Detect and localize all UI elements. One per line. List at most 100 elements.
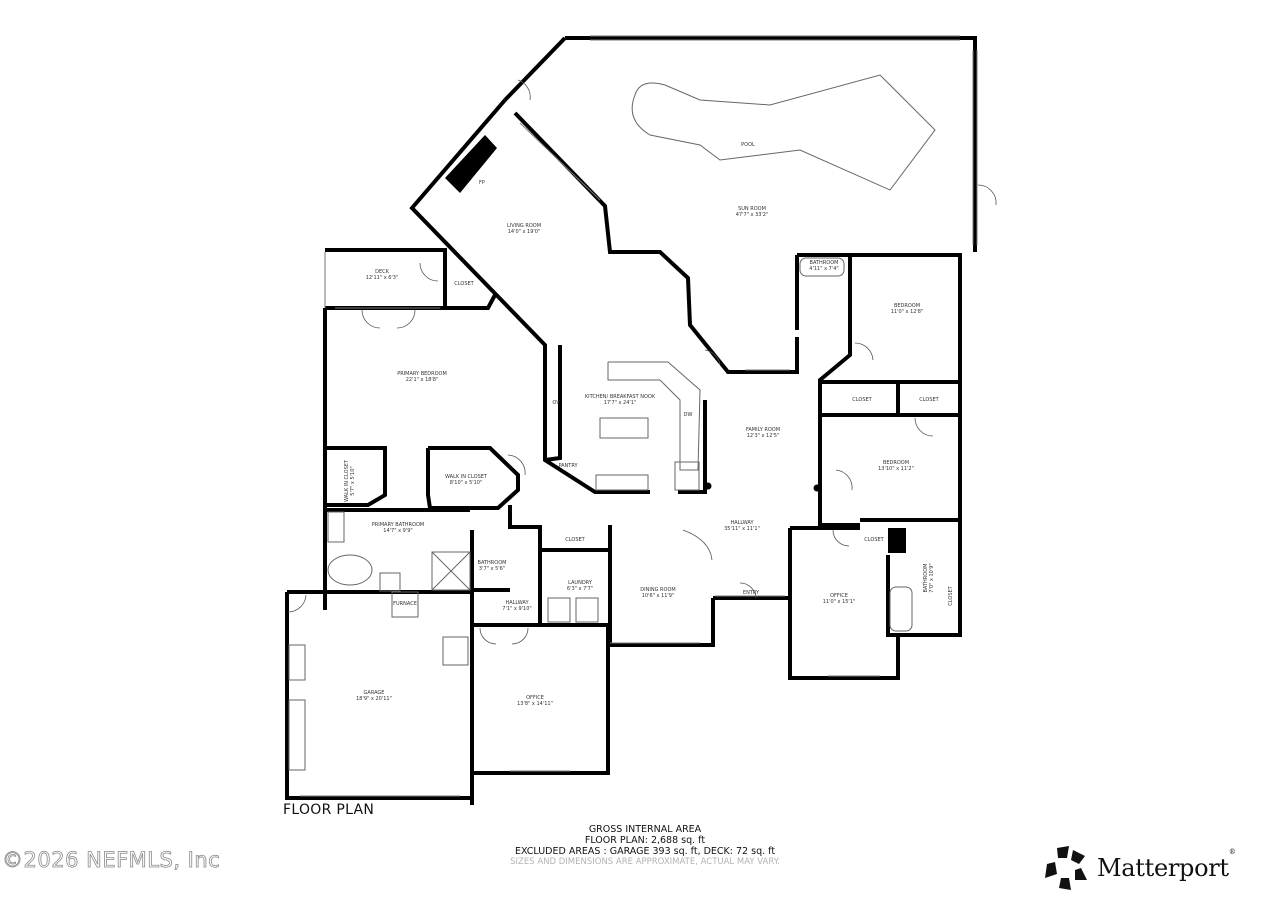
room-label-closet-3: CLOSET bbox=[565, 537, 584, 543]
room-label-fireplace: FP bbox=[479, 180, 485, 186]
room-dimensions: 17'7" x 24'1" bbox=[603, 400, 637, 406]
room-name: LIVING ROOM bbox=[506, 223, 542, 229]
room-dimensions: 14'0" x 19'0" bbox=[507, 229, 541, 235]
room-dimensions: 3'7" x 5'6" bbox=[478, 566, 506, 572]
room-name: FURNACE bbox=[393, 601, 417, 607]
room-label-pantry: PANTRY bbox=[558, 463, 577, 469]
room-dimensions: 10'6" x 11'9" bbox=[641, 593, 675, 599]
room-name: WALK IN CLOSET bbox=[445, 474, 487, 480]
room-label-closet-1: CLOSET bbox=[852, 397, 871, 403]
room-dimensions: 11'0" x 15'1" bbox=[822, 599, 856, 605]
room-name: DW bbox=[683, 412, 693, 418]
room-dimensions: 35'11" x 11'1" bbox=[724, 526, 760, 532]
sun-room-wall bbox=[565, 36, 977, 252]
fireplace-block bbox=[445, 135, 497, 193]
room-name: PRIMARY BATHROOM bbox=[371, 522, 425, 528]
room-label-dishwasher: DW bbox=[684, 412, 693, 418]
room-dimensions: 7'1" x 9'10" bbox=[502, 606, 532, 612]
room-name: OFFICE bbox=[526, 695, 544, 701]
room-name: BEDROOM bbox=[882, 460, 910, 466]
room-name: OV bbox=[552, 400, 560, 406]
approximation-note: SIZES AND DIMENSIONS ARE APPROXIMATE, AC… bbox=[510, 857, 780, 867]
room-name: CLOSET bbox=[864, 537, 884, 543]
room-dimensions: 22'1" x 18'8" bbox=[405, 377, 439, 383]
room-name: CLOSET bbox=[948, 586, 954, 606]
room-name: SUN ROOM bbox=[738, 206, 766, 212]
copyright-watermark: ©2026 NEFMLS, Inc bbox=[2, 848, 221, 873]
room-label-closet-2: CLOSET bbox=[919, 397, 938, 403]
room-dimensions: 5'7" x 5'10" bbox=[350, 466, 356, 496]
room-name: FAMILY ROOM bbox=[745, 427, 781, 433]
room-name: LAUNDRY bbox=[568, 580, 592, 586]
room-name: POOL bbox=[741, 142, 755, 148]
room-name: BATHROOM bbox=[477, 560, 507, 566]
room-dimensions: 6'3" x 7'7" bbox=[566, 586, 594, 592]
pool-outline bbox=[631, 74, 936, 191]
living-room-east-wall bbox=[513, 111, 799, 374]
deck-wall bbox=[325, 248, 497, 310]
sun-room-wall-left bbox=[503, 36, 567, 102]
room-dimensions: 18'9" x 20'11" bbox=[356, 696, 392, 702]
matterport-brand: Matterport® bbox=[1043, 846, 1236, 890]
room-name: HALLWAY bbox=[730, 520, 754, 526]
room-dimensions: 7'0" x 10'9" bbox=[929, 563, 935, 593]
room-name: BATHROOM bbox=[809, 260, 839, 266]
room-name: DINING ROOM bbox=[640, 587, 676, 593]
room-name: PANTRY bbox=[558, 463, 578, 469]
room-name: HALLWAY bbox=[505, 600, 529, 606]
room-label-pool: POOL bbox=[741, 142, 755, 148]
room-name: CLOSET bbox=[565, 537, 585, 543]
living-room-wall bbox=[409, 98, 547, 440]
room-dimensions: 12'3" x 12'5" bbox=[746, 433, 780, 439]
room-dimensions: 13'10" x 11'2" bbox=[878, 466, 914, 472]
room-name: KITCHEN/ BREAKFAST NOOK bbox=[584, 394, 656, 400]
room-label-entry: ENTRY bbox=[743, 590, 759, 596]
room-name: CLOSET bbox=[454, 281, 474, 287]
room-dimensions: 11'0" x 12'8" bbox=[890, 309, 924, 315]
room-dimensions: 12'11" x 6'3" bbox=[365, 275, 399, 281]
room-name: GARAGE bbox=[363, 690, 385, 696]
room-label-furnace: FURNACE bbox=[393, 601, 417, 607]
room-label-oven: OV bbox=[552, 400, 559, 406]
room-dimensions: 14'7" x 9'9" bbox=[383, 528, 413, 534]
room-name: FP bbox=[479, 180, 485, 186]
room-dimensions: 8'10" x 5'10" bbox=[449, 480, 483, 486]
brand-name: Matterport® bbox=[1097, 848, 1236, 882]
room-name: ENTRY bbox=[742, 590, 760, 596]
room-name: OFFICE bbox=[830, 593, 848, 599]
room-label-closet-deck: CLOSET bbox=[454, 281, 473, 287]
room-name: DECK bbox=[375, 269, 389, 275]
garage-wall bbox=[287, 590, 474, 805]
room-name: PRIMARY BEDROOM bbox=[397, 371, 447, 377]
room-name: CLOSET bbox=[919, 397, 939, 403]
floor-plan-area: FLOOR PLAN: 2,688 sq. ft bbox=[584, 835, 706, 846]
room-label-closet-5: CLOSET bbox=[948, 586, 954, 605]
matterport-logo-icon bbox=[1045, 846, 1087, 890]
room-dimensions: 13'8" x 14'11" bbox=[517, 701, 553, 707]
room-name: BEDROOM bbox=[893, 303, 921, 309]
room-dimensions: 47'7" x 33'2" bbox=[735, 212, 769, 218]
area-summary: GROSS INTERNAL AREA FLOOR PLAN: 2,688 sq… bbox=[480, 824, 810, 868]
